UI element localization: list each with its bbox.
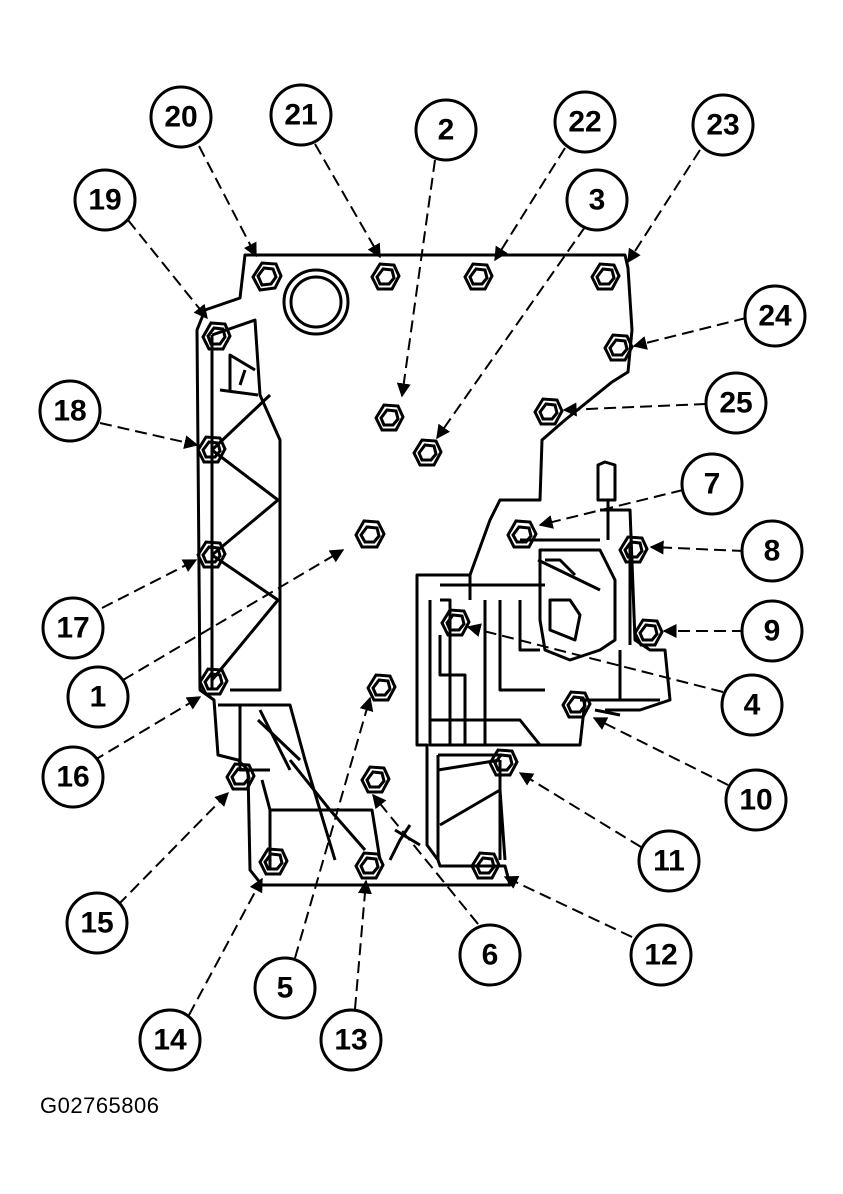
bolt-20-head (251, 261, 283, 292)
callout-22 (553, 90, 617, 154)
callout-label-25: 25 (719, 387, 752, 420)
callout-16 (41, 745, 105, 809)
callout-label-21: 21 (284, 99, 317, 132)
leader-lines (92, 143, 747, 1016)
callout-18 (38, 379, 102, 443)
bolt-22-head (463, 262, 494, 291)
bolt-14-head (258, 847, 289, 876)
bolt-17-head (196, 540, 227, 569)
bolt-12-head (470, 851, 501, 880)
bolt-7-head (506, 519, 538, 549)
callout-label-12: 12 (644, 939, 677, 972)
callout-4 (720, 673, 784, 737)
callout-5 (253, 956, 317, 1020)
callout-3 (565, 168, 629, 232)
callout-10 (724, 768, 788, 832)
bolt-15-head (225, 762, 256, 791)
callout-20 (149, 85, 213, 149)
callout-label-8: 8 (764, 535, 781, 568)
callout-label-23: 23 (706, 109, 739, 142)
callout-1 (66, 665, 130, 729)
bolt-3-head (412, 438, 443, 467)
bolt-18-head (196, 435, 227, 464)
callout-label-15: 15 (80, 907, 113, 940)
callout-23 (691, 93, 755, 157)
bolt-10-head (561, 690, 592, 719)
callout-24 (743, 284, 807, 348)
callout-label-2: 2 (438, 114, 455, 147)
callout-19 (73, 168, 137, 232)
bolt-13-head (354, 851, 385, 880)
callout-label-10: 10 (739, 784, 772, 817)
callout-labels: 20 21 2 22 23 19 3 24 18 25 7 8 17 9 1 4… (53, 99, 792, 1057)
callout-label-1: 1 (90, 681, 107, 714)
bolt-2-head (374, 403, 405, 432)
callout-label-11: 11 (653, 845, 685, 878)
callout-2 (414, 98, 478, 162)
callout-14 (138, 1008, 202, 1072)
callout-9 (740, 599, 804, 663)
callout-label-19: 19 (88, 184, 121, 217)
callout-label-3: 3 (589, 184, 606, 217)
callout-label-7: 7 (704, 468, 721, 501)
bolt-25-head (533, 397, 564, 426)
callout-label-18: 18 (53, 395, 86, 428)
bolt-6-head (360, 765, 391, 794)
callout-label-20: 20 (164, 101, 197, 134)
callout-label-9: 9 (764, 615, 781, 648)
callout-label-14: 14 (153, 1024, 187, 1057)
callout-label-17: 17 (56, 612, 89, 645)
bolt-1-head (354, 519, 386, 549)
callout-12 (629, 923, 693, 987)
callout-label-4: 4 (744, 689, 761, 722)
callout-label-22: 22 (568, 106, 601, 139)
callout-6 (458, 923, 522, 987)
bolt-heads (196, 261, 664, 880)
bolt-8-head (618, 535, 649, 564)
bolt-21-head (370, 262, 401, 291)
bolt-19-head (201, 321, 232, 351)
bolt-24-head (603, 333, 634, 362)
bolt-23-head (590, 262, 621, 291)
callout-7 (680, 452, 744, 516)
bolt-11-head (488, 748, 519, 777)
bolt-4-head (440, 608, 471, 637)
bolt-5-head (366, 673, 397, 702)
bolt-9-head (633, 618, 664, 647)
callout-label-16: 16 (56, 761, 89, 794)
callout-21 (269, 83, 333, 147)
bolt-16-head (198, 667, 229, 696)
callout-label-5: 5 (277, 972, 294, 1005)
callout-15 (65, 891, 129, 955)
figure-id: G02765806 (40, 1093, 160, 1118)
valve-body-outline (195, 253, 672, 887)
callout-label-13: 13 (334, 1024, 367, 1057)
callout-11 (637, 829, 701, 893)
callout-17 (41, 596, 105, 660)
callout-8 (740, 519, 804, 583)
callout-13 (319, 1008, 383, 1072)
callout-label-6: 6 (482, 939, 499, 972)
callout-label-24: 24 (758, 300, 792, 333)
callout-circles (38, 83, 807, 1072)
callout-25 (704, 371, 768, 435)
